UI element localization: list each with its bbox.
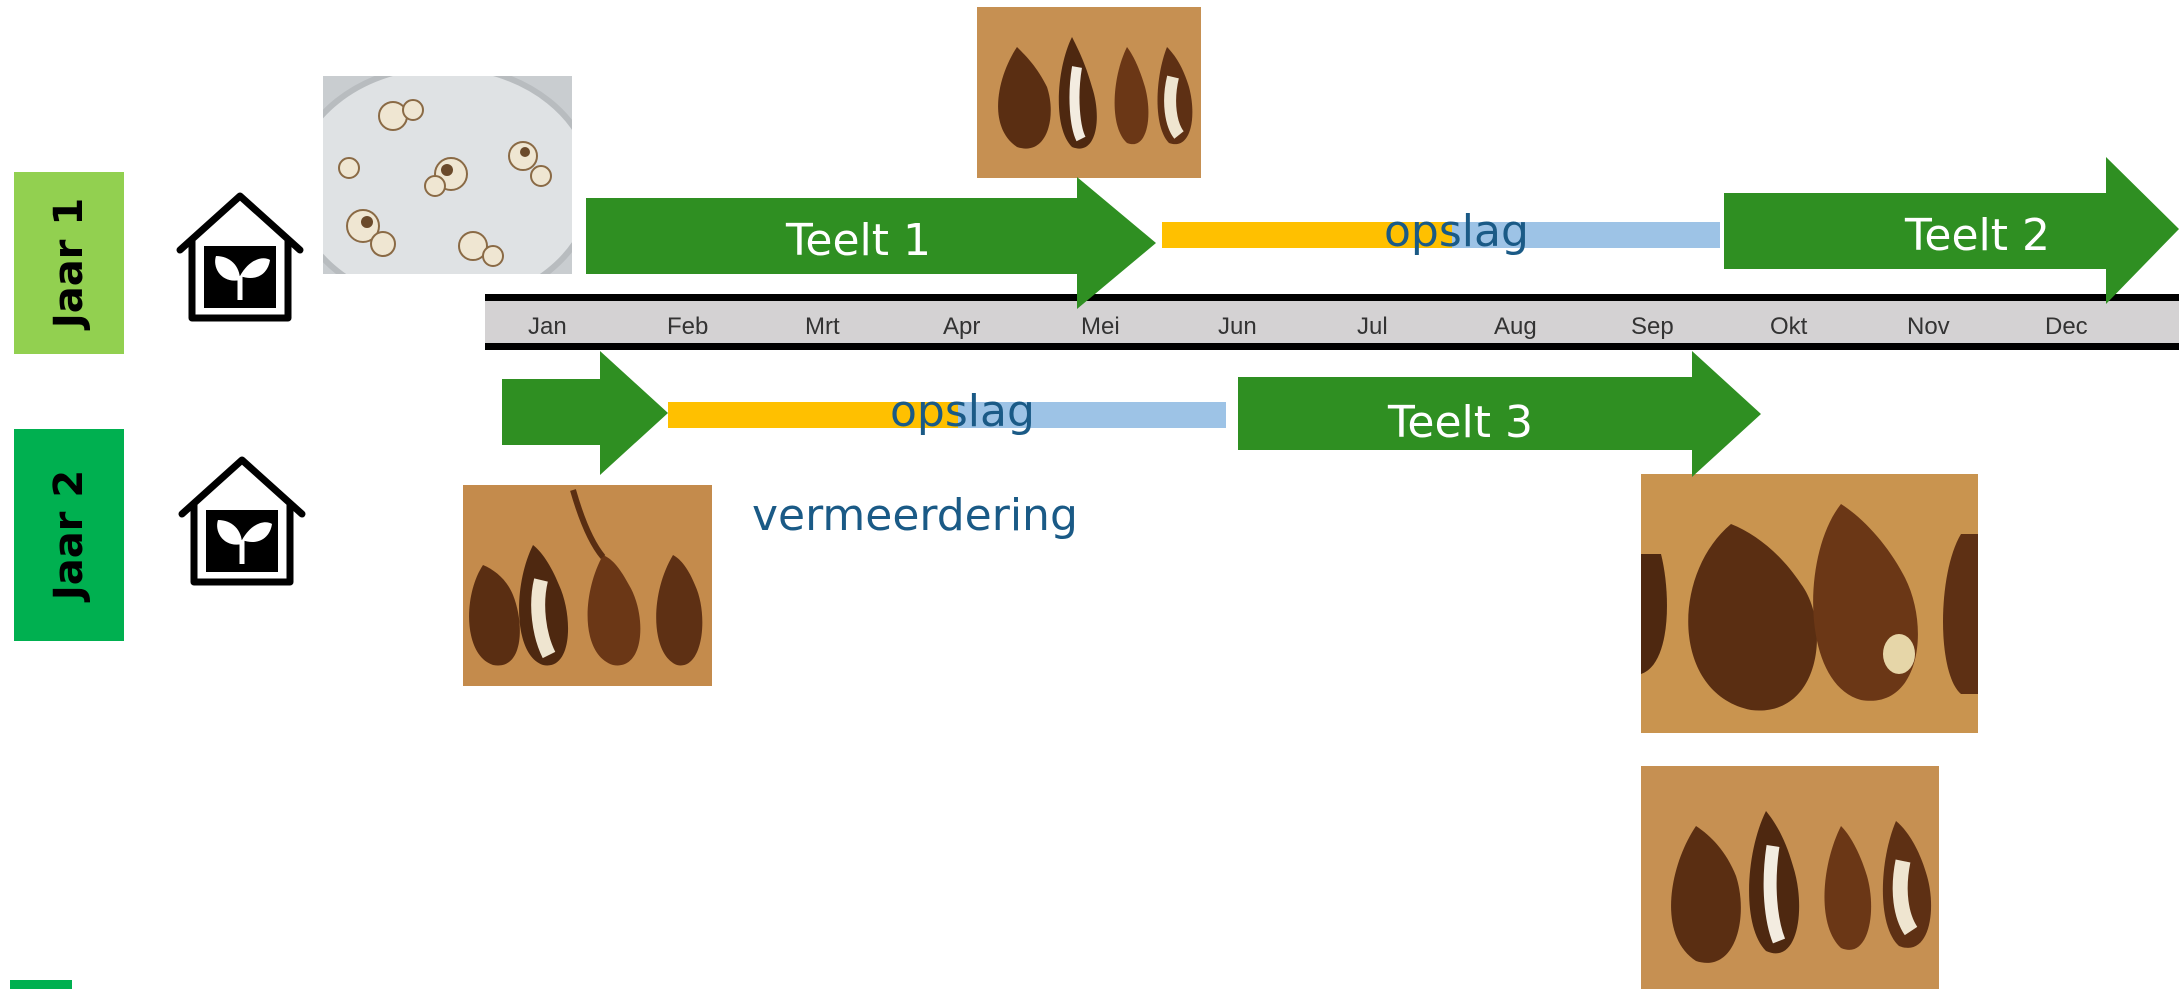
jaar-2-start-arrow <box>502 351 668 475</box>
teelt-2-arrow <box>1724 157 2179 304</box>
year-1-box: Jaar 1 <box>14 172 124 354</box>
teelt-1-arrow <box>586 177 1156 309</box>
teelt-2-label: Teelt 2 <box>1905 210 2050 261</box>
month-label: Jul <box>1357 313 1388 340</box>
storage-bar-1-yellow <box>1162 222 1452 248</box>
logo-mark <box>10 980 72 989</box>
month-label: Mei <box>1081 313 1120 340</box>
storage-1-label: opslag <box>1384 206 1529 257</box>
month-label: Dec <box>2045 313 2088 340</box>
month-label: Jun <box>1218 313 1257 340</box>
storage-bar-1-blue <box>1452 222 1720 248</box>
year-1-label: Jaar 1 <box>46 197 93 329</box>
month-timeline: Jan Feb Mrt Apr Mei Jun Jul Aug Sep Okt … <box>485 294 2179 350</box>
month-label: Jan <box>528 313 567 340</box>
bulbs-photo-right-small <box>1641 766 1939 989</box>
tissue-culture-photo <box>323 76 572 274</box>
teelt-3-arrow <box>1238 351 1761 477</box>
storage-bar-2-yellow <box>668 402 958 428</box>
month-label: Sep <box>1631 313 1674 340</box>
month-label: Aug <box>1494 313 1537 340</box>
bulbs-photo-left <box>463 485 712 686</box>
storage-2-label: opslag <box>890 386 1035 437</box>
month-label: Okt <box>1770 313 1808 340</box>
year-2-box: Jaar 2 <box>14 429 124 641</box>
vermeerdering-label: vermeerdering <box>752 490 1078 541</box>
year-2-label: Jaar 2 <box>46 469 93 601</box>
teelt-1-label: Teelt 1 <box>786 215 931 266</box>
teelt-3-label: Teelt 3 <box>1388 397 1533 448</box>
greenhouse-plant-icon <box>176 192 304 322</box>
bulbs-photo-right-large <box>1641 474 1978 733</box>
storage-bar-2-blue <box>958 402 1226 428</box>
greenhouse-plant-icon <box>178 456 306 586</box>
month-label: Nov <box>1907 313 1950 340</box>
month-label: Feb <box>667 313 709 340</box>
month-label: Mrt <box>805 313 840 340</box>
month-label: Apr <box>943 313 981 340</box>
bulbs-photo-top <box>977 7 1201 178</box>
